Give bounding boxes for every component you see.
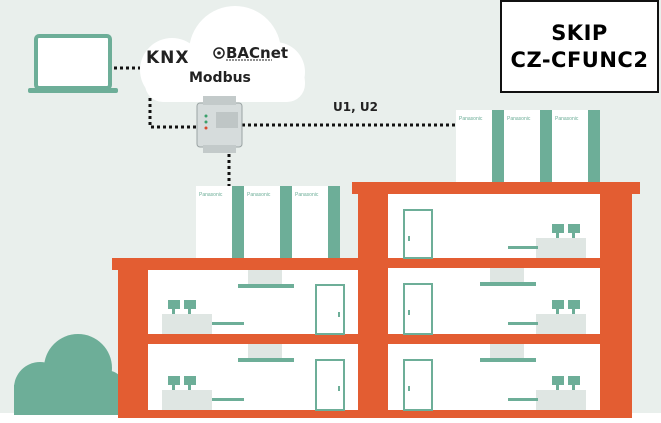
bush-icon xyxy=(14,334,127,415)
wire-cloud-gateway xyxy=(148,98,197,129)
product-line1: SKIP xyxy=(551,20,608,45)
knx-logo: KNX xyxy=(146,48,190,68)
desk-icon xyxy=(162,224,586,410)
product-label-box: SKIP CZ-CFUNC2 xyxy=(500,0,659,93)
laptop-icon xyxy=(28,34,118,93)
ceiling-unit-icon xyxy=(238,268,536,362)
outdoor-unit-group-lower xyxy=(196,186,340,258)
unit-brand-label: Panasonic xyxy=(199,192,223,198)
wire-label: U1, U2 xyxy=(333,100,378,114)
bacnet-logo: BACnet xyxy=(226,44,289,62)
unit-brand-label: Panasonic xyxy=(459,116,483,122)
bacnet-icon xyxy=(213,47,225,59)
wire-u1-u2 xyxy=(242,118,460,127)
product-line2: CZ-CFUNC2 xyxy=(510,47,649,72)
gateway-device-icon xyxy=(196,96,243,153)
outdoor-unit-group-upper xyxy=(456,110,600,182)
unit-brand-label: Panasonic xyxy=(247,192,271,198)
unit-brand-label: Panasonic xyxy=(555,116,579,122)
door-icon xyxy=(315,209,433,411)
protocol-cloud xyxy=(140,6,305,102)
unit-brand-label: Panasonic xyxy=(295,192,319,198)
modbus-logo: Modbus xyxy=(189,70,251,86)
unit-brand-label: Panasonic xyxy=(507,116,531,122)
